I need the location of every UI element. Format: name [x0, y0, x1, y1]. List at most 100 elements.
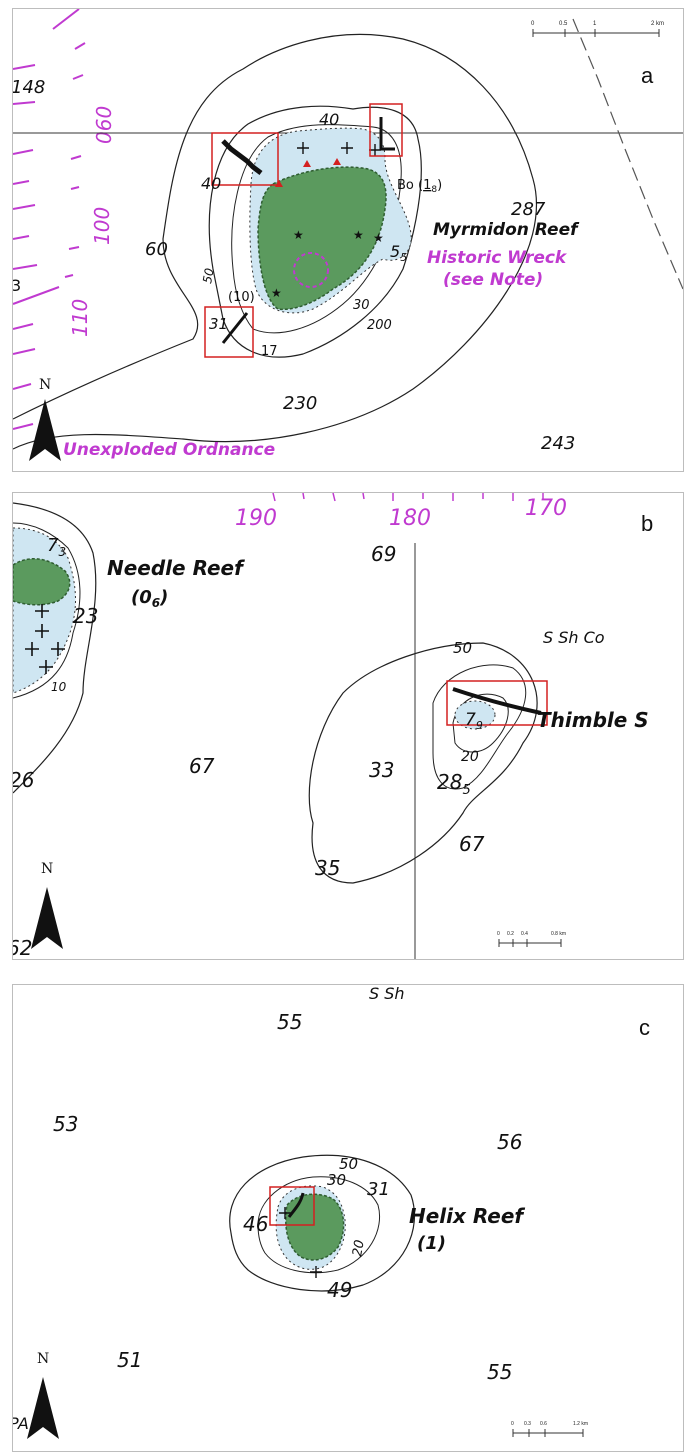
panel-letter-c: c [639, 1015, 650, 1040]
depth-40-left: 40 [201, 174, 221, 193]
contour-label-20-c: 20 [350, 1239, 368, 1258]
see-note-label: (see Note) [443, 270, 543, 290]
panel-letter-b: b [641, 511, 653, 536]
depth-67-right: 67 [459, 832, 485, 856]
north-label-b: N [41, 861, 53, 877]
seabed-type-c: S Sh [369, 985, 405, 1003]
svg-text:★: ★ [373, 231, 384, 245]
depth-33: 33 [369, 758, 394, 782]
scale-b-0.2: 0.2 [507, 931, 514, 937]
map-panel-b: 190 180 170 Needle Reef (06) 73 23 10 26… [12, 492, 684, 960]
contour-label-10: 10 [51, 680, 67, 694]
shallow-water-thimble [454, 700, 496, 730]
scale-c-0.3: 0.3 [524, 1421, 531, 1427]
wreck-box-1 [211, 132, 279, 186]
depth-17: 17 [261, 344, 278, 359]
myrmidon-reef-label: Myrmidon Reef [433, 220, 580, 240]
seabed-type-b: S Sh Co [543, 628, 605, 647]
wreck-box-helix [269, 1186, 315, 1226]
depth-35: 35 [315, 856, 340, 880]
scale-bar-b [498, 939, 562, 947]
contour-50-thimble [432, 664, 527, 790]
rock-crosses-a [297, 142, 381, 156]
depth-55-top: 55 [277, 1010, 302, 1034]
depth-31: 31 [209, 315, 228, 333]
panel-letter-a: a [641, 63, 654, 88]
chart-a-svg: 060 100 110 ★ ★ ★ ★ 148 40 40 60 287 230… [13, 9, 683, 461]
north-arrow-icon-c [27, 1377, 59, 1439]
needle-reef-label: Needle Reef [107, 556, 245, 580]
contour-label-50-b: 50 [453, 639, 472, 657]
depth-53: 53 [53, 1112, 78, 1136]
depth-40-top: 40 [319, 110, 339, 129]
depth-56: 56 [497, 1130, 522, 1154]
helix-reef-depth: (1) [417, 1233, 446, 1254]
chart-c-svg: S Sh 55 53 56 50 30 31 Helix Reef (1) 46… [13, 985, 650, 1439]
contour-outer-thimble [308, 642, 538, 884]
scale-bar-a [532, 29, 660, 37]
bearing-170-label: 170 [525, 496, 567, 521]
scale-b-0.8km: 0.8 km [551, 931, 566, 937]
map-panel-c: S Sh 55 53 56 50 30 31 Helix Reef (1) 46… [12, 984, 684, 1452]
unexploded-ordnance-label: Unexploded Ordnance [63, 440, 275, 460]
svg-text:★: ★ [293, 228, 304, 242]
edge-fragment-a: 3 [13, 276, 21, 295]
depth-10-parens: (10) [228, 290, 255, 305]
needle-reef-depth: (06) [131, 587, 168, 610]
depth-5-5: 55 [390, 242, 407, 264]
depth-51: 51 [117, 1348, 142, 1372]
scale-a-0: 0 [531, 21, 535, 27]
north-arrow-icon [29, 399, 61, 461]
myrmidon-reef-shape [257, 166, 387, 311]
wreck-symbol-3 [221, 312, 249, 344]
svg-text:★: ★ [353, 228, 364, 242]
contour-label-50-c: 50 [339, 1155, 358, 1173]
bearing-110-label: 110 [68, 299, 92, 337]
wreck-symbol-thimble [452, 687, 542, 715]
contour-20-thimble [452, 693, 509, 753]
scale-c-0.6: 0.6 [540, 1421, 547, 1427]
depth-69: 69 [371, 542, 396, 566]
contour-outer-needle [13, 502, 97, 794]
scale-bar-c [512, 1429, 584, 1437]
north-arrow-icon-b [31, 887, 63, 949]
contour-outer-a [13, 33, 538, 450]
contour-30-a [231, 124, 402, 334]
depth-67-left: 67 [189, 754, 215, 778]
contour-label-30: 30 [353, 298, 370, 313]
north-label-a: N [39, 377, 51, 393]
depth-243: 243 [541, 433, 575, 454]
wreck-restricted-circle [293, 252, 329, 288]
thimble-shoal-label: Thimble S [537, 708, 649, 732]
wreck-symbol-2 [379, 117, 395, 151]
bearing-scale-a [13, 9, 86, 430]
chart-b-svg: 190 180 170 Needle Reef (06) 73 23 10 26… [13, 493, 653, 959]
contour-label-200: 200 [367, 318, 392, 333]
contour-inner-needle [13, 522, 81, 699]
helix-reef-label: Helix Reef [409, 1204, 525, 1228]
depth-31-c: 31 [367, 1179, 390, 1200]
depth-7-3: 73 [47, 535, 66, 559]
depth-60: 60 [145, 239, 168, 260]
wreck-symbol-helix [287, 1192, 305, 1218]
bearing-scale-b [272, 493, 544, 502]
rock-crosses-c [279, 1207, 322, 1278]
scale-c-1.2km: 1.2 km [573, 1421, 588, 1427]
contour-200-a [208, 105, 422, 358]
rock-crosses-b [25, 604, 65, 674]
bearing-060-label: 060 [92, 106, 116, 144]
bearing-180-label: 180 [389, 506, 431, 531]
depth-23: 23 [73, 604, 98, 628]
dashed-boundary-line [572, 18, 683, 290]
depth-55-bottom: 55 [487, 1360, 512, 1384]
contour-label-30-c: 30 [327, 1171, 346, 1189]
contour-50-helix [229, 1154, 415, 1292]
scale-b-0: 0 [497, 931, 500, 937]
depth-148: 148 [13, 77, 45, 98]
historic-wreck-label: Historic Wreck [427, 248, 568, 268]
north-label-c: N [37, 1351, 49, 1367]
contour-label-50: 50 [200, 267, 217, 285]
scale-b-0.4: 0.4 [521, 931, 528, 937]
depth-46: 46 [243, 1212, 268, 1236]
wreck-symbol-1 [221, 139, 263, 175]
